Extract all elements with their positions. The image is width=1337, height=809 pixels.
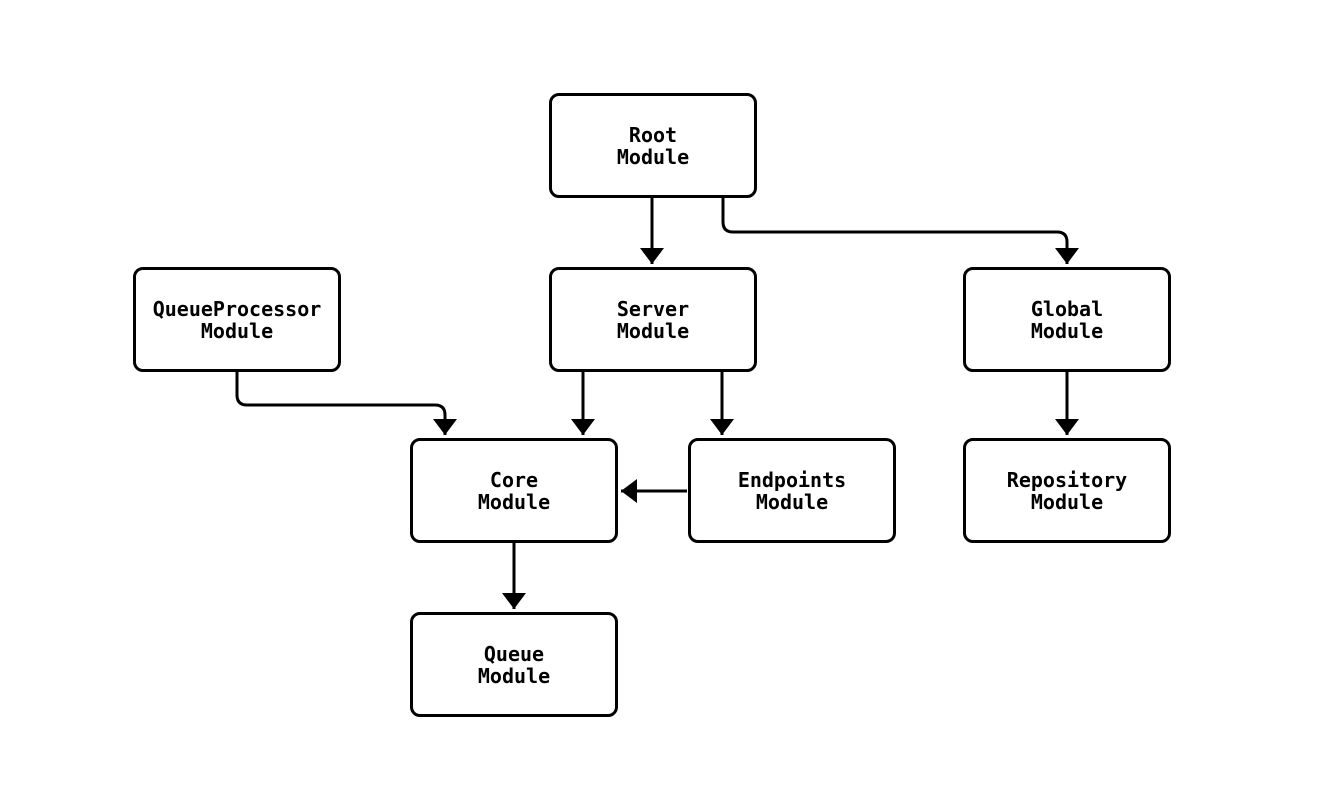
node-label-line: QueueProcessor [152, 296, 322, 321]
node-label-line: Module [616, 144, 690, 169]
node-global-module: Global Module [963, 267, 1171, 372]
node-label-line: Module [477, 663, 551, 688]
node-core-module: Core Module [410, 438, 618, 543]
node-queueprocessor-module: QueueProcessor Module [133, 267, 341, 372]
edge-root-to-global [721, 198, 1079, 264]
node-label-line: Global [1030, 296, 1104, 321]
node-label-line: Module [477, 489, 551, 514]
node-label-line: Repository [1006, 467, 1128, 492]
node-server-module: Server Module [549, 267, 757, 372]
node-label-line: Module [616, 318, 690, 343]
node-label-line: Module [755, 489, 829, 514]
node-label-line: Module [1030, 489, 1104, 514]
edge-queueprocessor-to-core [235, 372, 457, 435]
node-endpoints-module: Endpoints Module [688, 438, 896, 543]
node-label-line: Server [616, 296, 690, 321]
node-repository-module: Repository Module [963, 438, 1171, 543]
node-root-module: Root Module [549, 93, 757, 198]
node-label-line: Endpoints [737, 467, 847, 492]
node-label-line: Root [628, 122, 678, 147]
node-queue-module: Queue Module [410, 612, 618, 717]
node-label-line: Module [200, 318, 274, 343]
node-label-line: Core [489, 467, 539, 492]
node-label-line: Module [1030, 318, 1104, 343]
node-label-line: Queue [483, 641, 545, 666]
